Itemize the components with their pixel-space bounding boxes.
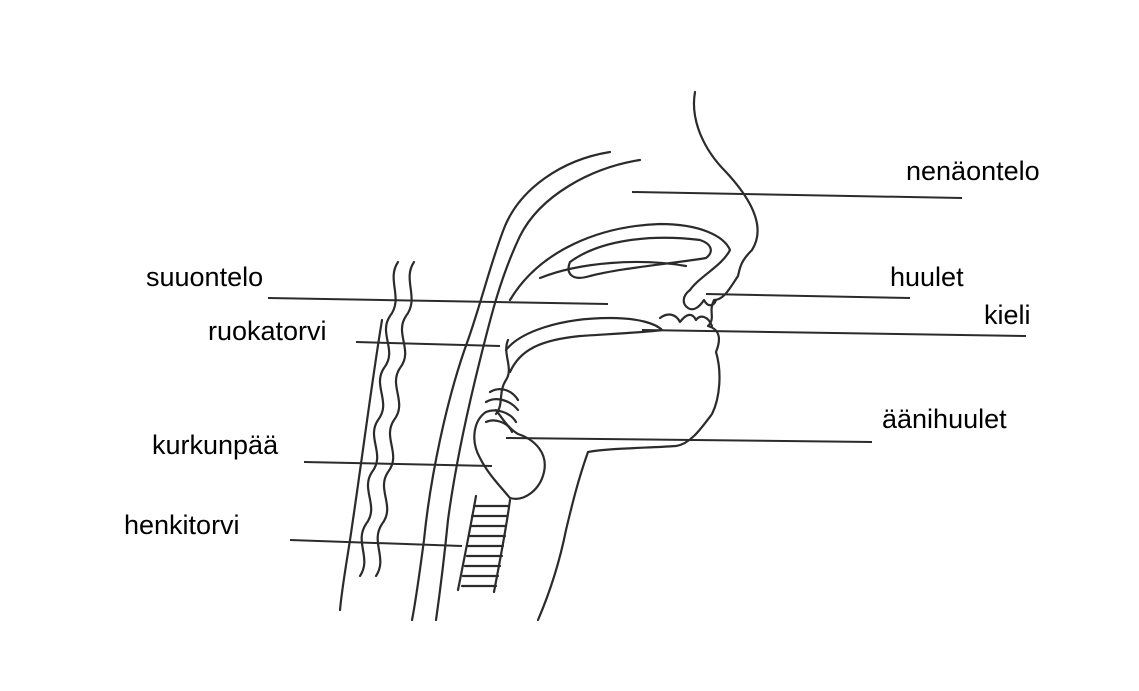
trachea-rings <box>462 506 508 586</box>
label-suuontelo: suuontelo <box>146 264 263 291</box>
pharynx-back-wall <box>412 152 610 620</box>
larynx-cartilage <box>474 410 544 499</box>
leader-kurkunpaa <box>304 462 492 466</box>
label-henkitorvi: henkitorvi <box>124 512 240 539</box>
label-ruokatorvi: ruokatorvi <box>208 318 327 345</box>
label-kurkunpaa: kurkunpää <box>152 432 278 459</box>
leader-kieli <box>642 330 1026 336</box>
leader-suuontelo <box>268 298 608 304</box>
leader-huulet <box>706 294 910 298</box>
leader-henkitorvi <box>290 540 462 546</box>
label-nenaontelo: nenäontelo <box>906 158 1040 185</box>
label-aanihuulet: äänihuulet <box>882 406 1007 433</box>
label-kieli: kieli <box>984 302 1031 329</box>
lower-lip <box>660 315 712 326</box>
oral-back <box>496 340 509 414</box>
leader-nenaontelo <box>632 192 962 198</box>
label-huulet: huulet <box>890 264 964 291</box>
head-outline <box>538 92 758 620</box>
tongue <box>506 318 662 372</box>
palate-lower-arch <box>569 238 711 278</box>
